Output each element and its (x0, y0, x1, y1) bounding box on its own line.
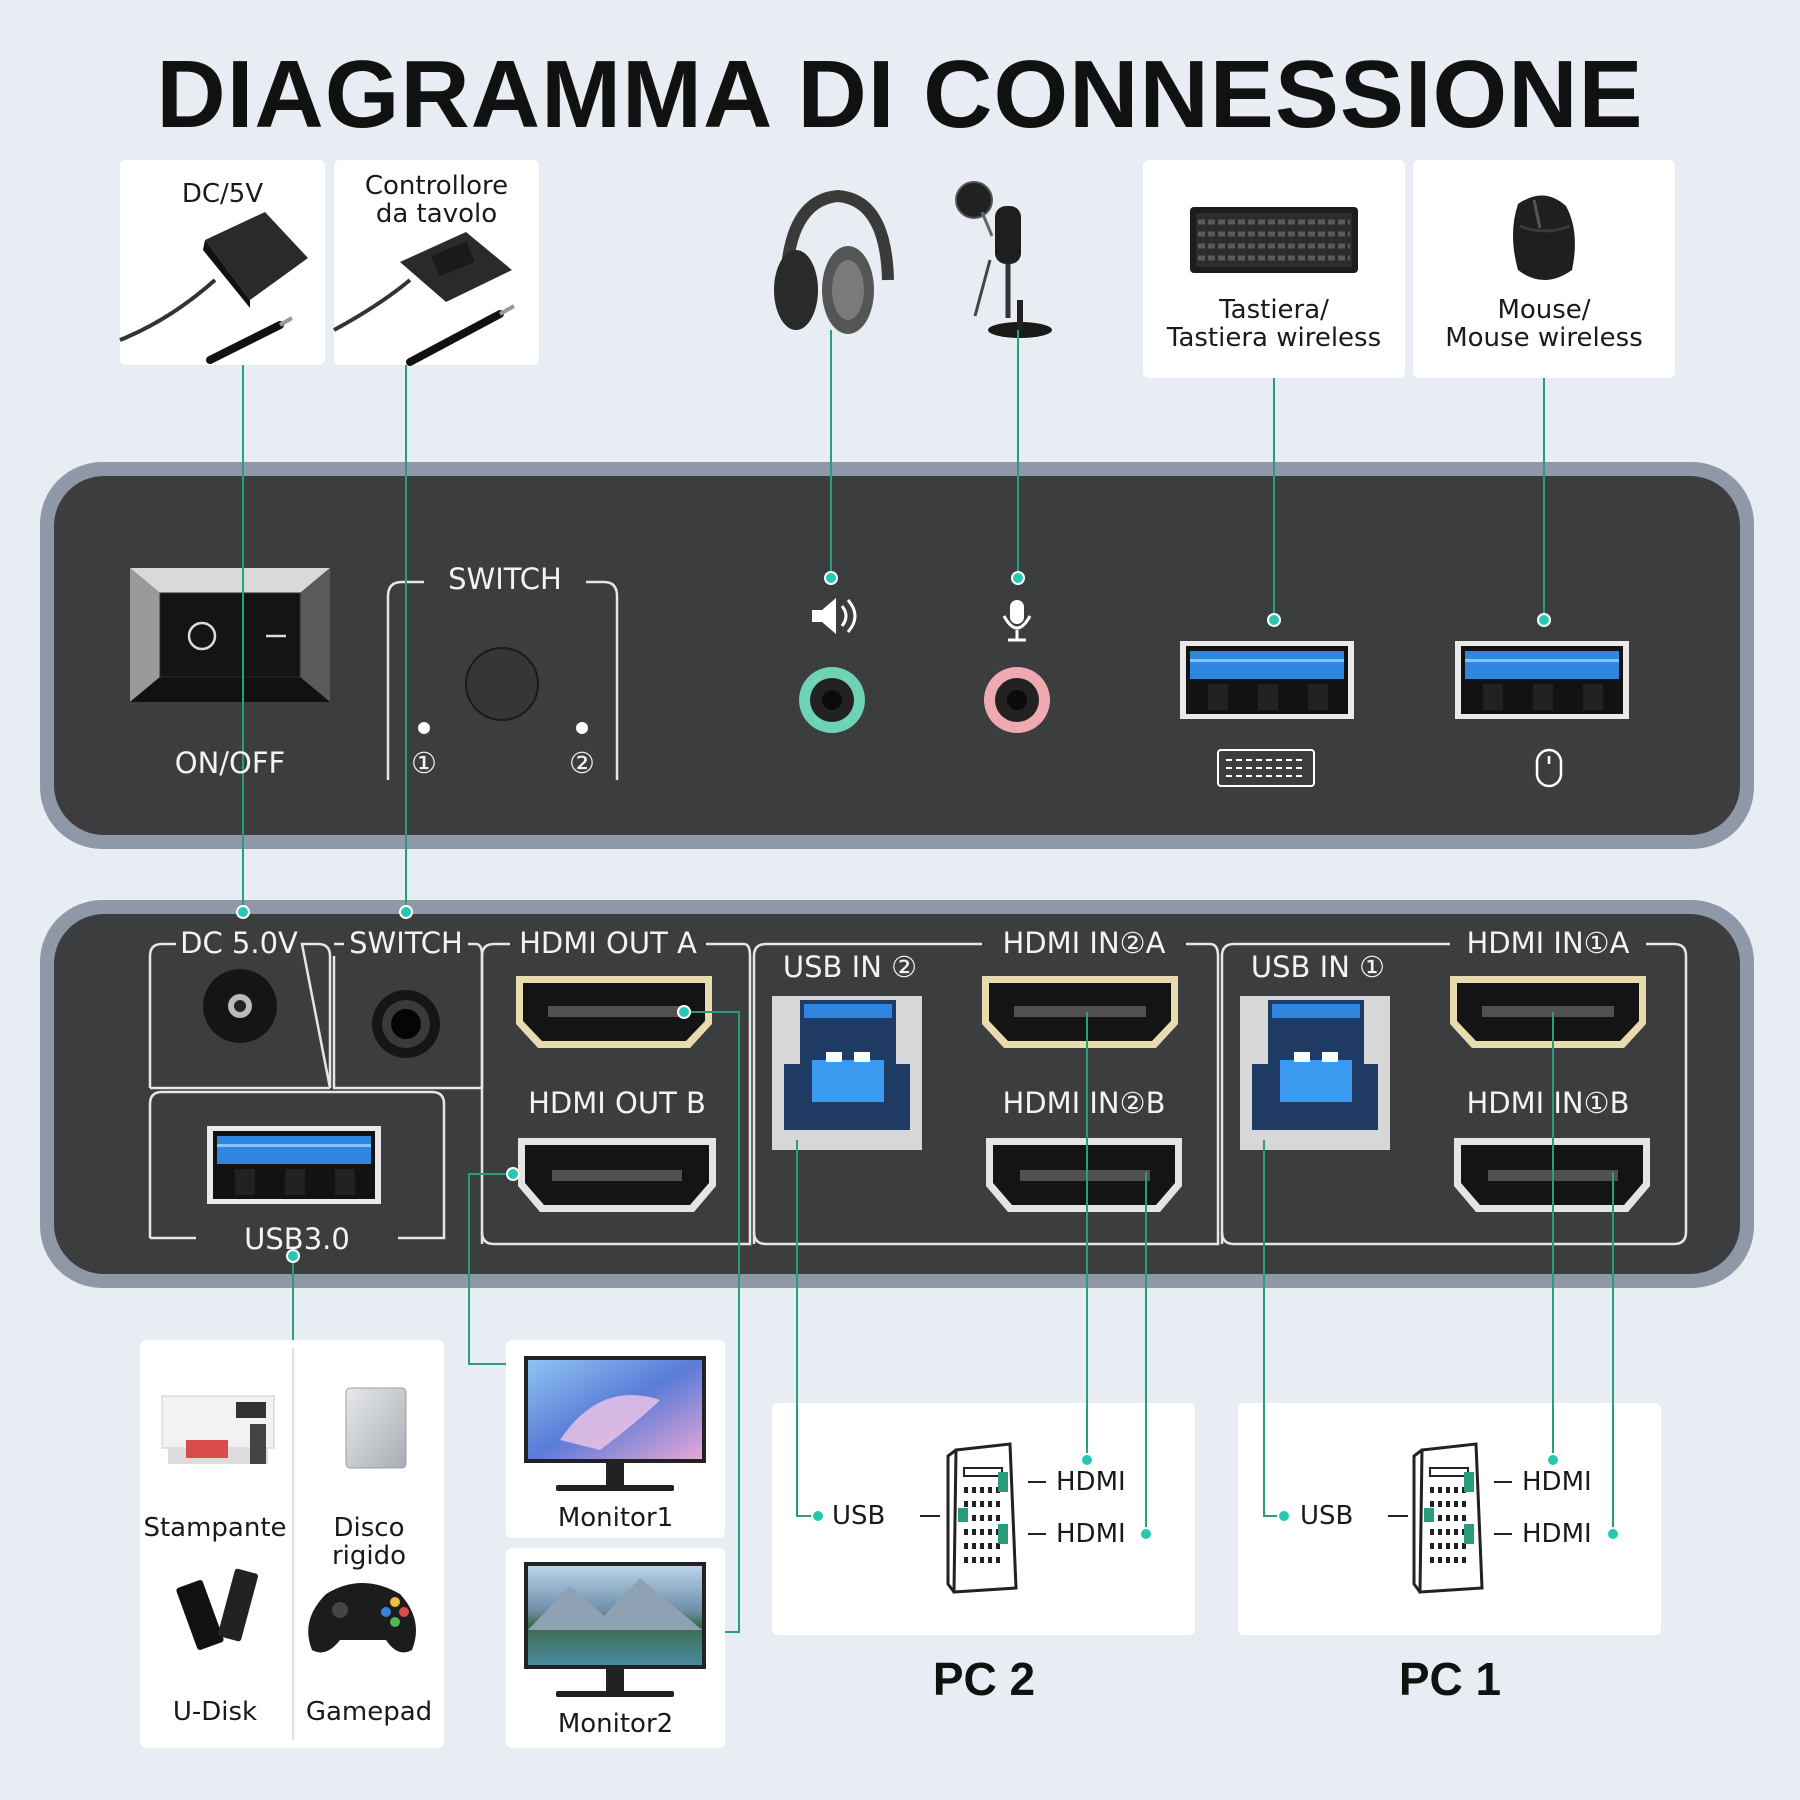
printer-icon (161, 1395, 275, 1464)
usb-in-1-label: USB IN ① (1250, 950, 1386, 984)
switch-button[interactable] (465, 647, 539, 721)
hard-disk-label: Disco rigido (331, 1513, 407, 1571)
usb-in-2-label: USB IN ② (782, 950, 918, 984)
pc1-hdmi-b-label: HDMI (1522, 1519, 1592, 1549)
switch-label: SWITCH (448, 562, 562, 596)
connection-lines (242, 330, 1614, 1633)
usb-in-2-port[interactable] (772, 996, 922, 1150)
pc2-title: PC 2 (932, 1653, 1036, 1705)
hdmi-out-b-label: HDMI OUT B (528, 1086, 706, 1120)
headphones-icon (774, 189, 894, 334)
monitor2-icon (524, 1562, 706, 1697)
gamepad-label: Gamepad (305, 1697, 433, 1727)
hdmi-out-a-label: HDMI OUT A (519, 926, 697, 960)
hdmi-in-1a-label: HDMI IN①A (1466, 926, 1630, 960)
monitor2-label: Monitor2 (557, 1709, 674, 1739)
hdmi-out-b-port[interactable] (518, 1138, 716, 1212)
hdmi-in-2a-port[interactable] (982, 976, 1178, 1048)
mouse-icon (1535, 748, 1563, 788)
led-1 (418, 722, 430, 734)
hdmi-in-1a-port[interactable] (1450, 976, 1646, 1048)
dc-adapter-label: DC/5V (181, 179, 264, 209)
pc2-hdmi-b-label: HDMI (1056, 1519, 1126, 1549)
speaker-icon (812, 598, 857, 634)
microphone-stand-icon (955, 181, 1052, 338)
front-panel (40, 462, 1754, 849)
hdmi-in-2b-port[interactable] (986, 1138, 1182, 1212)
pc1-title: PC 1 (1398, 1653, 1502, 1705)
pc2-hdmi-a-label: HDMI (1056, 1467, 1126, 1497)
hard-disk-icon (345, 1387, 407, 1469)
mouse-usb-port[interactable] (1455, 641, 1629, 719)
keyboard-usb-port[interactable] (1180, 641, 1354, 719)
pc2-tower-icon (946, 1442, 1018, 1594)
pc1-hdmi-a-label: HDMI (1522, 1467, 1592, 1497)
pc1-usb-label: USB (1300, 1501, 1354, 1531)
dc-port-label: DC 5.0V (180, 926, 298, 960)
dc-jack[interactable] (203, 969, 277, 1043)
microphone-icon (1002, 600, 1032, 642)
usb-in-1-port[interactable] (1240, 996, 1390, 1150)
monitor1-icon (524, 1356, 706, 1491)
headphone-jack[interactable] (799, 667, 865, 733)
switch-position-1: ① (411, 746, 437, 780)
diagram-title: DIAGRAMMA DI CONNESSIONE (156, 41, 1644, 148)
led-2 (576, 722, 588, 734)
rear-section-frames (148, 942, 1688, 1246)
hdmi-in-2a-label: HDMI IN②A (1002, 926, 1166, 960)
u-disk-label: U-Disk (172, 1697, 258, 1727)
switch-button-frame (386, 580, 619, 780)
usb30-port[interactable] (207, 1126, 381, 1204)
connection-dots (236, 571, 1620, 1541)
microphone-jack[interactable] (984, 667, 1050, 733)
pc2-usb-label: USB (832, 1501, 886, 1531)
power-switch-label: ON/OFF (174, 746, 286, 780)
power-switch[interactable] (130, 568, 330, 702)
switch-position-2: ② (569, 746, 595, 780)
monitor1-label: Monitor1 (557, 1503, 674, 1533)
keyboard-label: Tastiera/ Tastiera wireless (1166, 295, 1382, 353)
hdmi-in-1b-label: HDMI IN①B (1466, 1086, 1630, 1120)
gamepad-icon (308, 1583, 416, 1653)
hdmi-out-a-port[interactable] (516, 976, 712, 1048)
hdmi-in-2b-label: HDMI IN②B (1002, 1086, 1166, 1120)
printer-label: Stampante (143, 1513, 287, 1543)
keyboard-device-icon (1190, 207, 1358, 273)
keyboard-icon (1217, 749, 1315, 787)
mouse-device-icon (1513, 195, 1575, 280)
power-adapter-icon (119, 212, 308, 364)
u-disk-icon (176, 1568, 258, 1650)
mouse-label: Mouse/ Mouse wireless (1445, 295, 1643, 353)
usb30-label: USB3.0 (244, 1222, 350, 1256)
pc1-tower-icon (1412, 1442, 1484, 1594)
desk-controller-icon (333, 232, 515, 366)
desk-controller-label: Controllore da tavolo (364, 171, 509, 229)
pc-label-ticks (920, 1481, 1512, 1535)
switch-jack[interactable] (372, 990, 440, 1058)
switch-port-label: SWITCH (349, 926, 463, 960)
